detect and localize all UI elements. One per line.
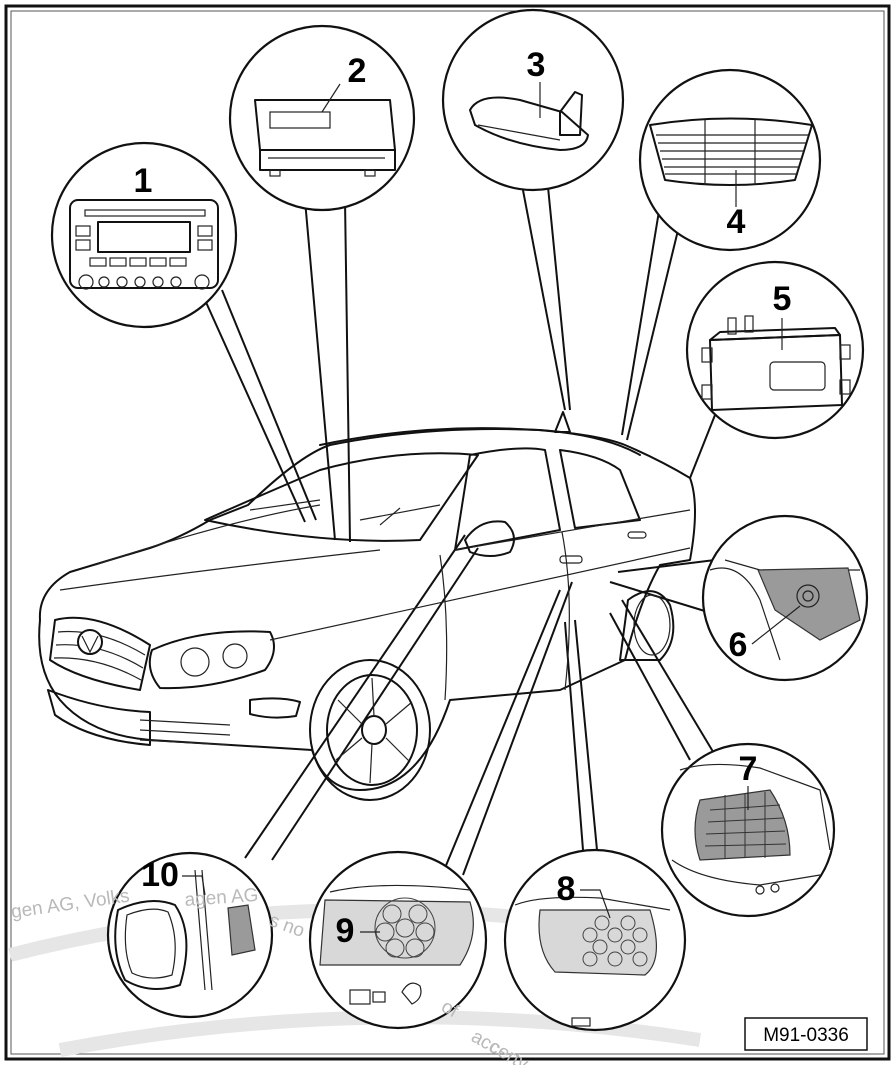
radio-head-unit-drawing — [69, 199, 219, 290]
callout-bubble-4: 4 — [638, 68, 822, 252]
control-unit-box-drawing — [701, 315, 851, 411]
callout-bubble-7: 7 — [660, 742, 836, 918]
callout-label-7: 7 — [739, 750, 758, 788]
diagram-inner-frame — [10, 10, 885, 1055]
callout-label-3: 3 — [527, 46, 546, 84]
leader-line-3b — [547, 186, 571, 411]
leader-line-2b — [344, 199, 351, 543]
leader-line-10a — [244, 534, 466, 859]
leader-line-10b — [271, 547, 479, 861]
vw-logo — [77, 629, 103, 655]
pillar-speaker-drawing — [709, 559, 861, 661]
leader-line-2a — [304, 199, 336, 541]
callout-label-2: 2 — [348, 52, 367, 90]
leader-lines — [204, 184, 716, 881]
leader-line-9b — [462, 581, 573, 876]
mirror-tweeter-drawing — [114, 869, 256, 991]
callout-label-5: 5 — [773, 280, 792, 318]
svg-text:agen AG: agen AG — [184, 885, 259, 911]
callout-bubble-9: 9 — [308, 850, 488, 1030]
rear-window-antenna-drawing — [649, 117, 813, 186]
leader-line-1a — [221, 289, 317, 521]
figure-code: M91-0336 — [763, 1025, 849, 1046]
callout-label-1: 1 — [134, 162, 153, 200]
leader-line-6a — [617, 559, 716, 573]
leader-line-8b — [574, 619, 598, 851]
callout-label-8: 8 — [557, 870, 576, 908]
callout-bubble-10: 10 — [106, 851, 274, 1019]
leader-line-4a — [621, 204, 661, 436]
callout-label-9: 9 — [336, 912, 355, 950]
car-illustration — [38, 411, 696, 801]
roof-antenna-drawing — [469, 91, 589, 151]
leader-line-5 — [689, 414, 716, 479]
rear-wheel — [619, 590, 675, 661]
callout-bubble-8: 8 — [503, 848, 687, 1032]
leader-line-1b — [204, 299, 306, 523]
callout-bubble-6: 6 — [701, 514, 869, 682]
rear-door-speaker-7-drawing — [671, 763, 831, 895]
callout-bubble-1: 1 — [50, 141, 238, 329]
front-door-speaker-9-drawing — [319, 884, 474, 1005]
amplifier-module-drawing — [254, 99, 396, 177]
rear-door-speaker-8-drawing — [514, 896, 671, 1027]
callout-label-4: 4 — [727, 203, 746, 241]
leader-line-4b — [626, 221, 681, 441]
callout-label-6: 6 — [729, 626, 748, 664]
callout-bubble-5: 5 — [685, 260, 865, 440]
leader-line-7b — [621, 599, 716, 756]
callout-bubble-2: 2 — [228, 24, 416, 212]
leader-line-3a — [521, 184, 566, 411]
front-wheel — [309, 659, 431, 801]
callout-label-10: 10 — [141, 856, 179, 894]
figure-code-box: M91-0336 — [744, 1017, 868, 1051]
leader-line-9a — [439, 589, 561, 881]
callout-bubble-3: 3 — [441, 8, 625, 192]
